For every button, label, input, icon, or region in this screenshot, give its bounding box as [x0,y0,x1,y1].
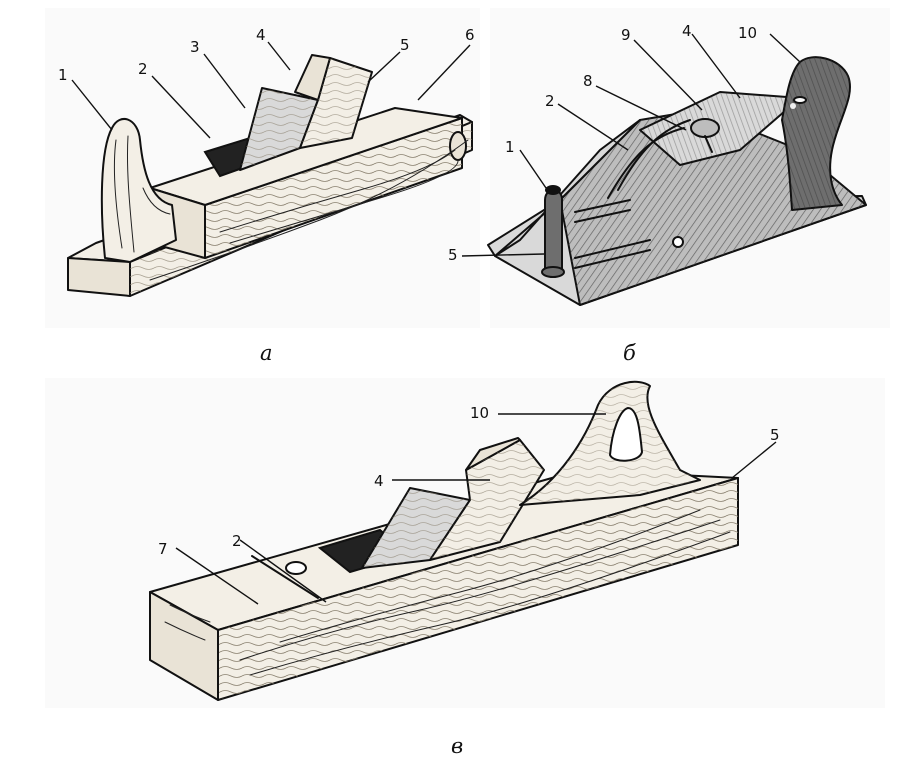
panel-b-part-labels: 1 2 8 9 4 10 5 [448,22,757,264]
panel-v-caption: в [451,734,463,758]
panel-v-part-labels: 10 5 4 7 2 [158,404,780,558]
panel-a-label-2: 2 [138,60,148,78]
panel-a-label-4: 4 [256,26,266,44]
panel-b-plane-drawing [487,56,867,306]
panel-v-label-2: 2 [232,532,242,550]
panel-v-label-10: 10 [470,404,489,422]
panel-a-label-3: 3 [190,38,200,56]
panel-b-label-8: 8 [583,72,593,90]
panel-v-label-5: 5 [770,426,780,444]
panel-a-part-labels: 1 2 3 4 5 6 [58,26,475,84]
panel-v-label-4: 4 [374,472,384,490]
panel-b-label-9: 9 [621,26,631,44]
panel-b-label-2: 2 [545,92,555,110]
panel-b-label-5: 5 [448,246,458,264]
panel-b-label-4: 4 [682,22,692,40]
panel-b-label-10: 10 [738,24,757,42]
panel-a-label-6: 6 [465,26,475,44]
panel-v-leaders [175,413,777,605]
panel-b-caption: б [623,341,636,365]
panel-b-label-1: 1 [505,138,515,156]
panel-a-plane-drawing [67,54,473,297]
panel-a-label-5: 5 [400,36,410,54]
panel-b-leaders [461,33,801,257]
panel-a-label-1: 1 [58,66,68,84]
panel-a-caption: а [260,341,273,365]
panel-v-plane-drawing [149,380,739,701]
panel-v-label-7: 7 [158,540,168,558]
panel-a-leaders [71,41,471,139]
